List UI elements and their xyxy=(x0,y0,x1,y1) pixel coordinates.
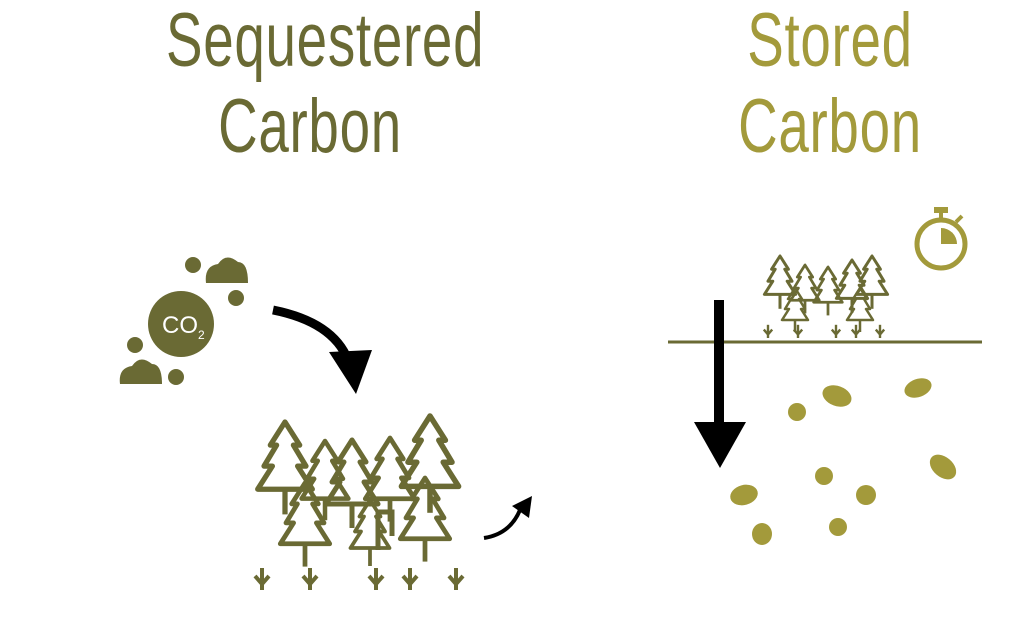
down-arrow-icon xyxy=(694,300,746,468)
soil-carbon-particle-icon xyxy=(752,523,772,545)
curved-arrow-icon xyxy=(272,305,372,394)
soil-carbon-particle-icon xyxy=(929,454,957,480)
co2-cloud-cluster xyxy=(119,257,248,385)
cloud-icon xyxy=(119,359,162,384)
cloud-dot-icon xyxy=(228,290,244,306)
forest-icon xyxy=(253,416,465,592)
cloud-dot-icon xyxy=(168,369,184,385)
sequestered-title-line2: Carbon xyxy=(218,84,402,169)
co2-label: CO xyxy=(162,312,198,339)
soil-carbon-particle-icon xyxy=(829,518,847,536)
cloud-dot-icon xyxy=(185,257,201,273)
co2-bubble-icon xyxy=(148,291,214,357)
small-curved-arrow-icon xyxy=(483,496,532,540)
soil-carbon-particles xyxy=(730,378,957,545)
stopwatch-icon xyxy=(914,207,968,271)
stored-title-line1: Stored xyxy=(747,0,913,83)
soil-carbon-particle-icon xyxy=(904,378,932,398)
sequestered-title-line1: Sequestered xyxy=(166,0,485,83)
small-forest-icon xyxy=(762,254,890,340)
soil-carbon-particle-icon xyxy=(730,484,758,506)
sequestered-carbon-title: Sequestered Carbon xyxy=(166,0,485,170)
cloud-dot-icon xyxy=(127,337,143,353)
cloud-icon xyxy=(205,257,248,283)
soil-carbon-particle-icon xyxy=(856,485,876,505)
soil-carbon-particle-icon xyxy=(815,467,833,485)
soil-carbon-particle-icon xyxy=(822,385,852,407)
co2-subscript: 2 xyxy=(198,328,205,342)
stored-title-line2: Carbon xyxy=(738,84,922,169)
stored-carbon-title: Stored Carbon xyxy=(693,0,967,170)
soil-carbon-particle-icon xyxy=(788,403,806,421)
